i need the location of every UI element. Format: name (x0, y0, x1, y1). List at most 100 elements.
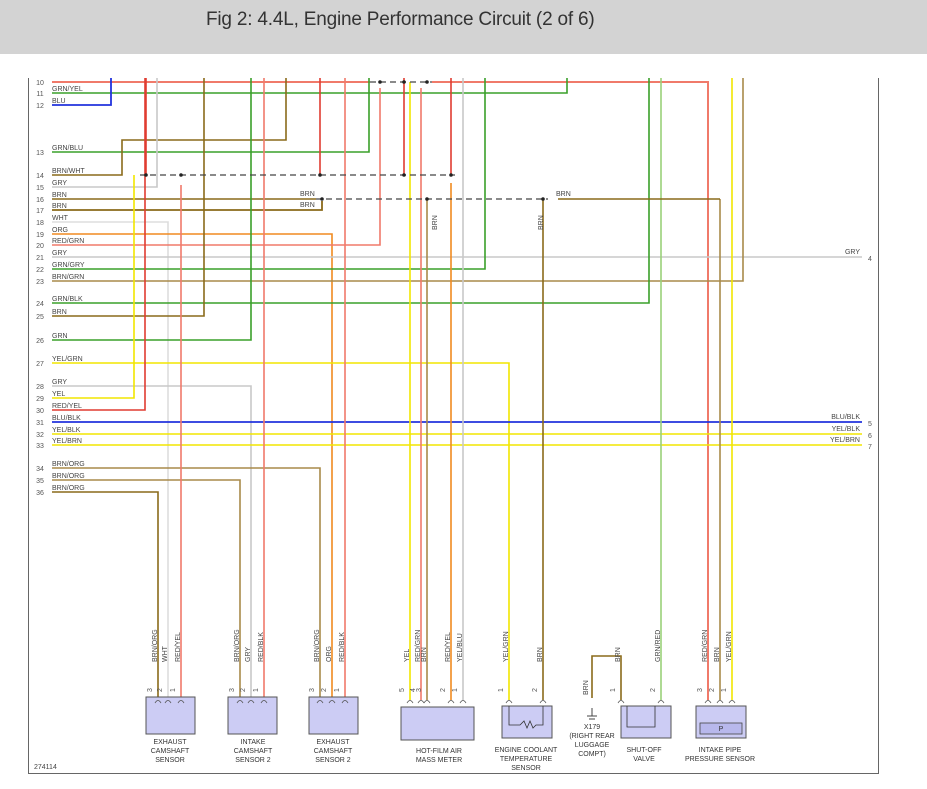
pin-number: 3 (416, 688, 423, 692)
right-number-4: 4 (868, 256, 872, 263)
right-label-5: BLU/BLK (831, 414, 860, 421)
ground-x179-label: (RIGHT REAR (569, 733, 614, 740)
pin-number: 2 (650, 688, 657, 692)
pin-terminal (539, 700, 547, 704)
row-label-12: BLU (52, 98, 66, 105)
exhaust-camshaft-sensor-2 (308, 696, 359, 735)
pin-wire-label: YEL (404, 649, 411, 662)
pin-terminal (704, 700, 712, 704)
row-label-24: GRN/BLK (52, 296, 83, 303)
solenoid-symbol (626, 706, 656, 728)
wire-row-20 (52, 88, 381, 246)
right-number-5: 5 (868, 421, 872, 428)
row-number-19: 19 (36, 232, 44, 239)
wire-ground-brn (591, 655, 622, 700)
row-label-20: RED/GRN (52, 238, 84, 245)
row-number-27: 27 (36, 361, 44, 368)
shut-off-valve (620, 705, 672, 739)
wire-row-36 (52, 491, 159, 700)
exhaust-camshaft-sensor-2-label: CAMSHAFT (314, 748, 353, 755)
hot-film-air-mass-meter-label: HOT-FILM AIR (416, 748, 462, 755)
pin-terminal (328, 700, 336, 704)
wires-layer (52, 78, 862, 700)
pin-wire-label: RED/YEL (445, 632, 452, 662)
pin-terminal (260, 700, 268, 704)
pin-number: 1 (452, 688, 459, 692)
pin-wire-label: RED/GRN (702, 630, 709, 662)
pin-terminal (247, 700, 255, 704)
pin-number: 2 (157, 688, 164, 692)
label-brn-right: BRN (556, 191, 571, 198)
pin-terminal (459, 700, 467, 704)
wire-row-25 (52, 78, 205, 317)
row-label-22: GRN/GRY (52, 262, 85, 269)
wire-row-15 (52, 78, 158, 188)
pin-terminal (316, 700, 324, 704)
row-number-28: 28 (36, 384, 44, 391)
right-label-7: YEL/BRN (830, 437, 860, 444)
row-number-18: 18 (36, 220, 44, 227)
exhaust-camshaft-sensor-2-label: EXHAUST (316, 739, 350, 746)
wire-row-27 (52, 362, 510, 700)
row-number-12: 12 (36, 103, 44, 110)
pin-terminal (406, 700, 414, 704)
wire-row-19 (52, 233, 333, 700)
pin-wire-label: BRN (421, 647, 428, 662)
ground-x179-label: COMPT) (578, 751, 606, 758)
wire-row-17 (52, 201, 323, 211)
wire-row-28 (52, 385, 252, 700)
right-label-4: GRY (845, 249, 860, 256)
intake-pipe-pressure-sensor-label: PRESSURE SENSOR (685, 756, 755, 763)
wire-row-26 (52, 78, 252, 341)
pin-number: 1 (610, 688, 617, 692)
pin-wire-label: ORG (326, 646, 333, 662)
row-label-36: BRN/ORG (52, 485, 85, 492)
pin-number: 2 (240, 688, 247, 692)
intake-camshaft-sensor-2-label: SENSOR 2 (235, 757, 271, 764)
pin-terminal (417, 700, 425, 704)
row-label-28: GRY (52, 379, 67, 386)
row-number-33: 33 (36, 443, 44, 450)
row-label-16: BRN (52, 192, 67, 199)
pin-wire-label: BRN/ORG (314, 629, 321, 662)
row-label-15: GRY (52, 180, 67, 187)
pin-number: 2 (532, 688, 539, 692)
figure-id: 274114 (34, 764, 57, 771)
row-number-24: 24 (36, 301, 44, 308)
wire-row-11 (52, 78, 568, 94)
pin-number: 2 (321, 688, 328, 692)
pin-terminal (505, 700, 513, 704)
wire-row-29 (52, 175, 135, 399)
shut-off-valve-label: VALVE (633, 756, 655, 763)
engine-coolant-temperature-sensor-label: ENGINE COOLANT (495, 747, 558, 754)
row-number-35: 35 (36, 478, 44, 485)
pin-terminal (423, 700, 431, 704)
row-label-19: ORG (52, 227, 68, 234)
pin-number: 2 (440, 688, 447, 692)
hot-film-air-mass-meter-label: MASS METER (416, 757, 462, 764)
pin-number: 5 (399, 688, 406, 692)
wire-row-14 (52, 78, 287, 176)
row-number-15: 15 (36, 185, 44, 192)
pin-wire-label: BRN (615, 647, 622, 662)
pin-wire-label: BRN (714, 647, 721, 662)
splice-dot (318, 173, 322, 177)
wire-row-10-right (432, 81, 709, 700)
row-number-22: 22 (36, 267, 44, 274)
ground-x179-label: LUGGAGE (575, 742, 610, 749)
exhaust-camshaft-sensor (145, 696, 196, 735)
pin-terminal (341, 700, 349, 704)
pin-number: 3 (229, 688, 236, 692)
pin-terminal (447, 700, 455, 704)
engine-coolant-temperature-sensor (501, 705, 553, 739)
row-number-23: 23 (36, 279, 44, 286)
wire-row-30 (52, 78, 146, 411)
row-number-11: 11 (36, 91, 43, 98)
wire-row-12 (52, 78, 112, 106)
labels-layer: 1011GRN/YEL12BLU13GRN/BLU14BRN/WHT15GRY1… (36, 80, 872, 695)
pin-wire-label: WHT (162, 645, 169, 662)
intake-pipe-pressure-sensor-label: INTAKE PIPE (699, 747, 742, 754)
pin-terminal (177, 700, 185, 704)
components-layer: EXHAUSTCAMSHAFTSENSORINTAKECAMSHAFTSENSO… (145, 696, 755, 772)
